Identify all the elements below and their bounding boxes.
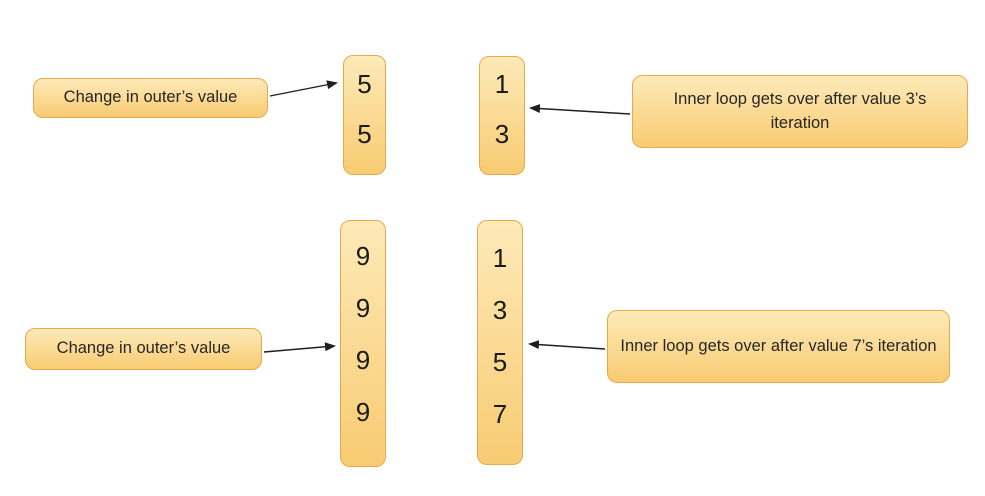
arrow-inner-top: [529, 104, 631, 115]
callout-change-outer-top: Change in outer’s value: [33, 78, 268, 118]
callout-inner-loop-top-label: Inner loop gets over after value 3’s ite…: [673, 90, 927, 132]
callout-inner-loop-top: Inner loop gets over after value 3’s ite…: [632, 75, 968, 148]
value-cell: 1: [494, 68, 510, 99]
arrow-inner-bottom: [528, 340, 606, 350]
callout-inner-loop-bottom-label: Inner loop gets over after value 7’s ite…: [620, 336, 937, 355]
value-stack-outer-top: 5 5: [343, 55, 386, 175]
callout-change-outer-bottom: Change in outer’s value: [25, 328, 262, 370]
value-stack-inner-bottom: 1 3 5 7: [477, 220, 523, 465]
value-cell: 5: [357, 68, 372, 99]
value-stack-outer-bottom: 9 9 9 9: [340, 220, 386, 467]
value-cell: 3: [494, 118, 510, 149]
value-cell: 9: [355, 240, 371, 271]
value-cell: 5: [492, 346, 508, 377]
value-cell: 9: [355, 292, 371, 323]
callout-inner-loop-bottom: Inner loop gets over after value 7’s ite…: [607, 310, 950, 383]
value-stack-inner-top: 1 3: [479, 56, 525, 175]
arrow-outer-top: [269, 80, 338, 97]
value-cell: 7: [492, 398, 508, 429]
arrow-outer-bottom: [263, 342, 336, 353]
value-cell: 5: [357, 118, 372, 149]
callout-change-outer-bottom-label: Change in outer’s value: [56, 339, 231, 358]
value-cell: 1: [492, 242, 508, 273]
callout-change-outer-top-label: Change in outer’s value: [63, 88, 238, 107]
value-cell: 9: [355, 344, 371, 375]
value-cell: 9: [355, 396, 371, 427]
value-cell: 3: [492, 294, 508, 325]
